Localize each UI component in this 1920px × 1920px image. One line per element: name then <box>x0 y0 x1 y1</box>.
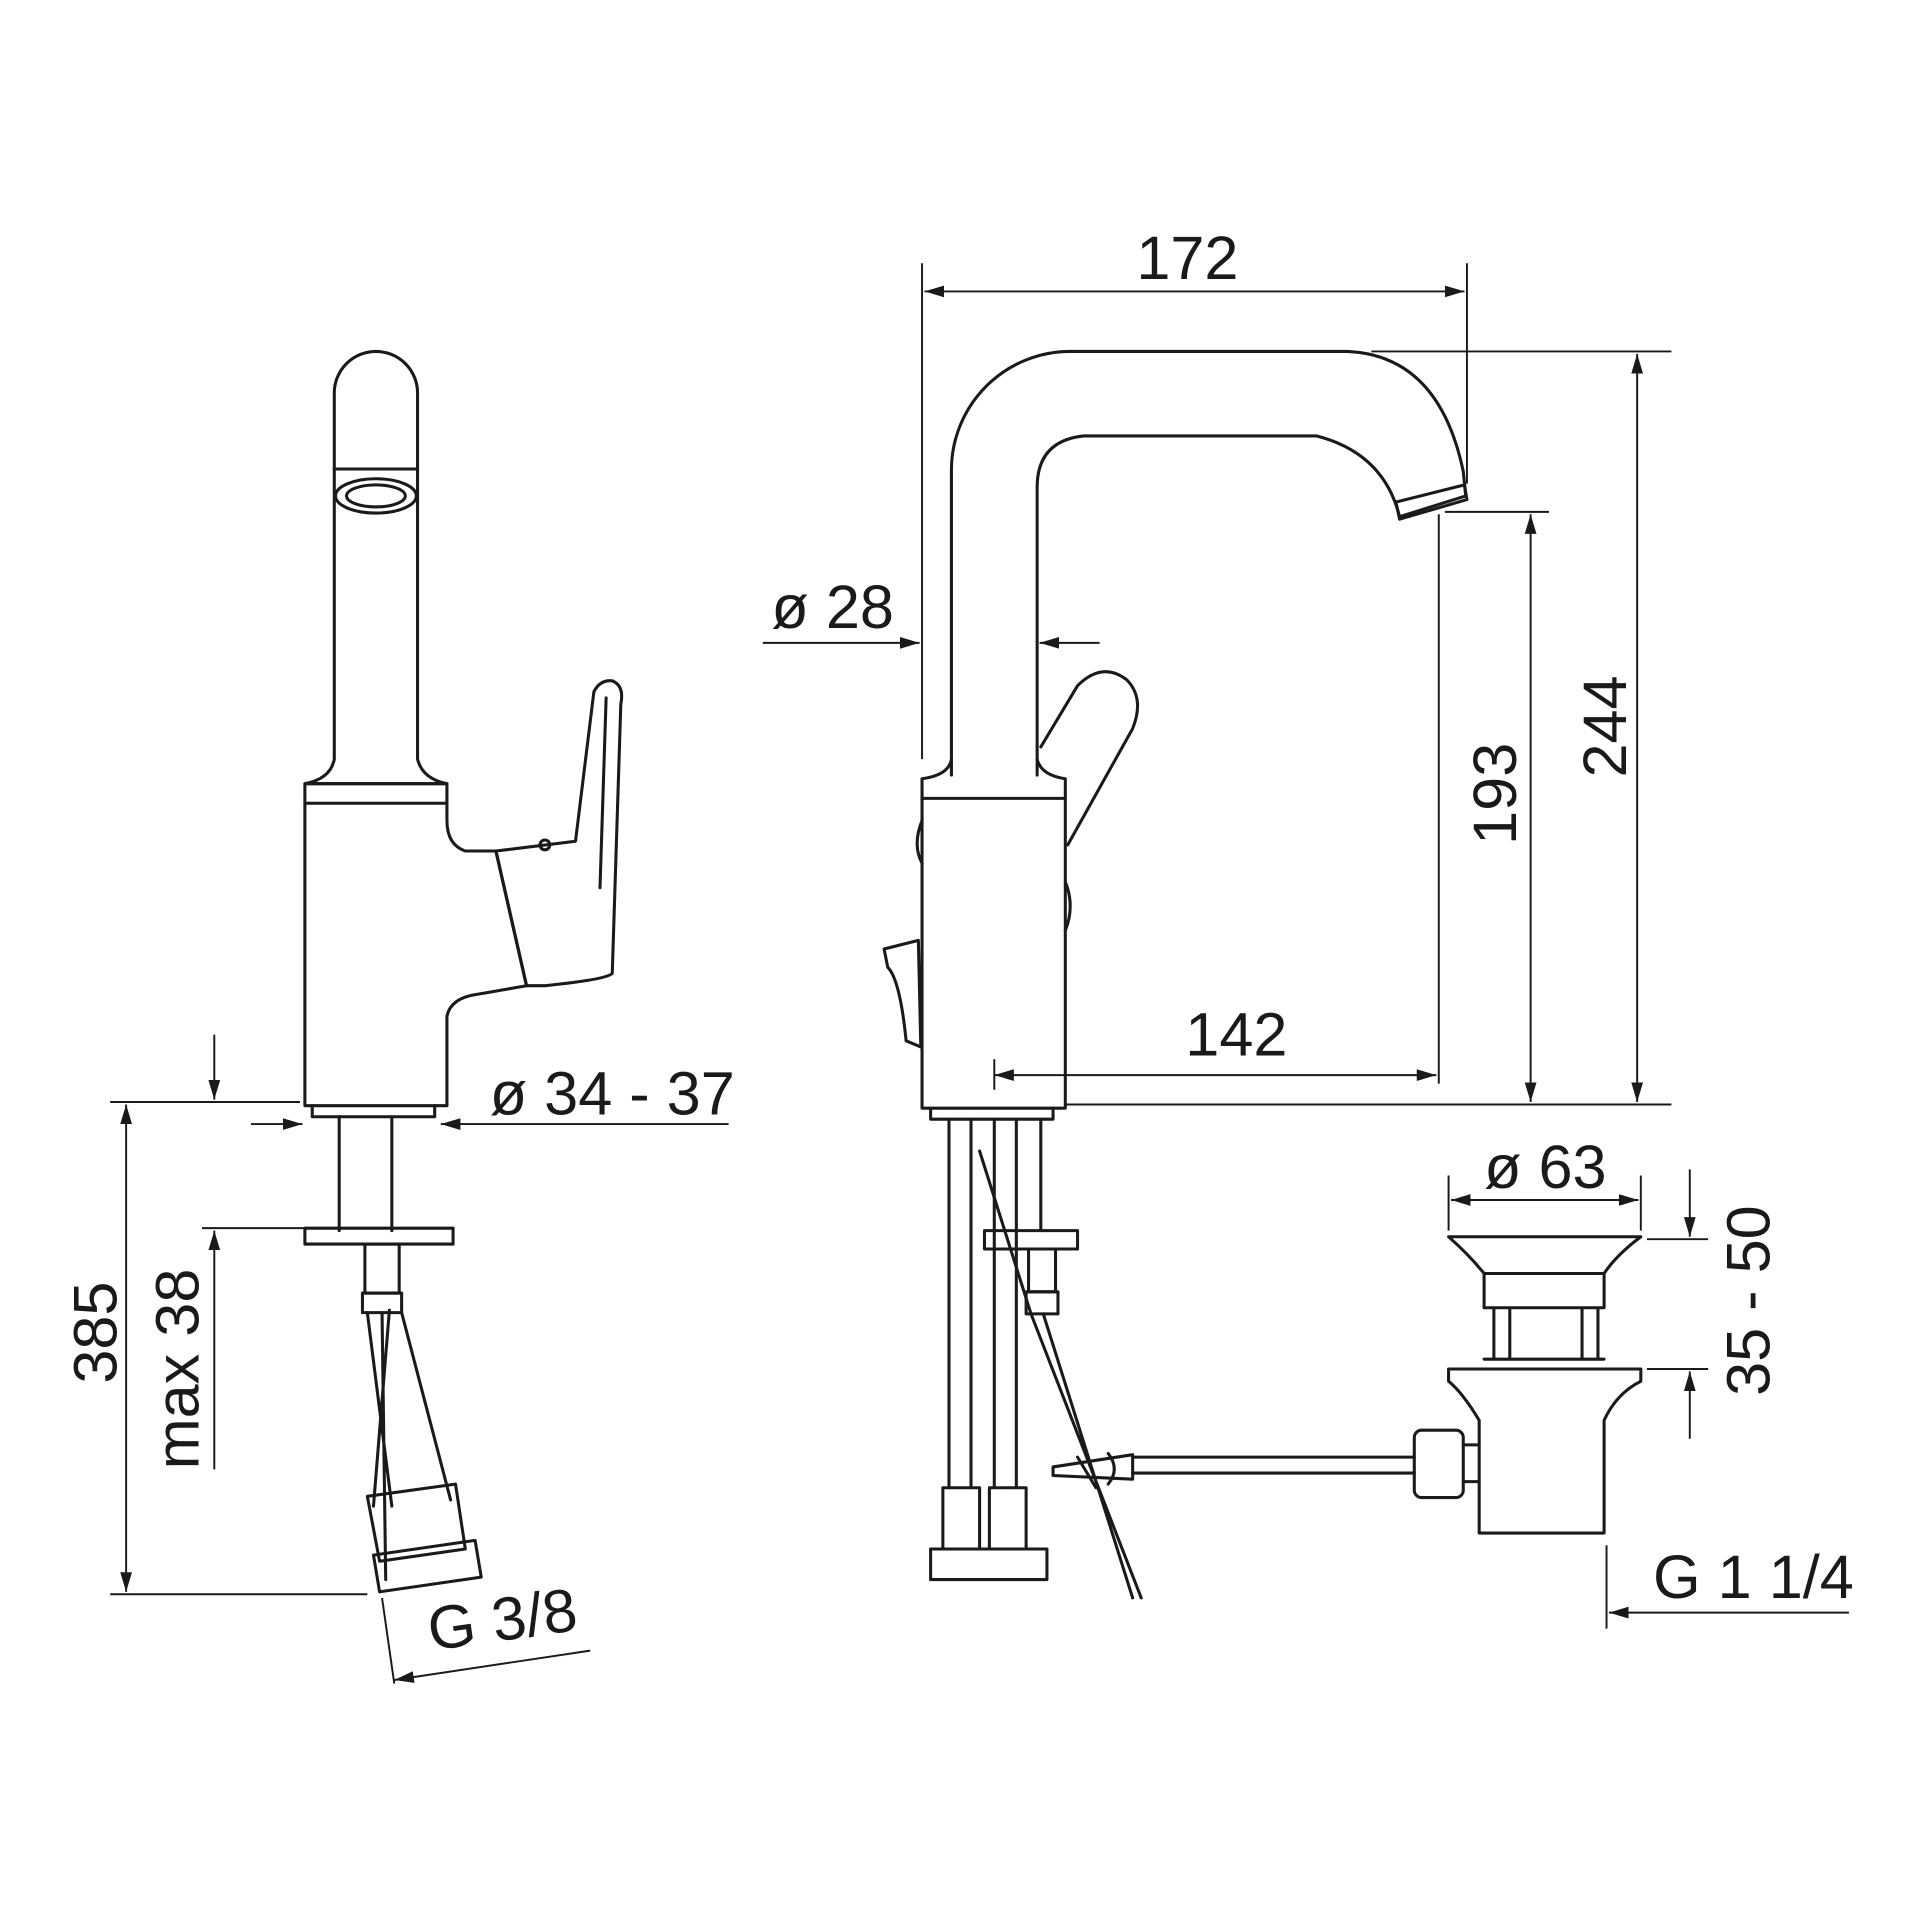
side-aerator <box>333 477 418 515</box>
dim-g-1-1-4: G 1 1/4 <box>1653 1543 1854 1611</box>
dim-drain-diameter: ø 63 <box>1484 1133 1606 1201</box>
dim-385: 385 <box>61 1282 129 1384</box>
side-view-faucet <box>303 349 624 1594</box>
dim-172: 172 <box>1136 224 1238 292</box>
side-body <box>303 782 529 1108</box>
front-dimensions: 172 ø 28 193 244 142 ø 63 35 - 50 G 1 1/… <box>762 224 1854 1629</box>
dim-drain-range: 35 - 50 <box>1714 1205 1782 1396</box>
drain-stopper <box>1447 1235 1643 1276</box>
front-spout <box>949 349 1468 777</box>
dim-spout-diameter: ø 28 <box>771 573 894 641</box>
side-nuts <box>365 1482 483 1594</box>
drain-body <box>1447 1271 1643 1535</box>
front-body <box>920 757 1067 1110</box>
side-hoses <box>365 1308 453 1582</box>
dim-244: 244 <box>1571 675 1639 777</box>
front-view-faucet <box>882 349 1643 1600</box>
front-lever <box>1039 670 1140 847</box>
front-clamp <box>1051 1451 1135 1490</box>
side-base <box>310 1104 437 1119</box>
dim-hole-diameter: ø 34 - 37 <box>490 1059 735 1127</box>
side-dimensions: 385 max 38 ø 34 - 37 G 3/8 <box>61 1034 735 1684</box>
front-popup-rod <box>978 1149 1143 1600</box>
front-base <box>929 1106 1055 1121</box>
side-spout <box>303 349 449 786</box>
front-popup-knob <box>882 938 923 1049</box>
side-washer <box>303 1226 455 1246</box>
dim-max-38: max 38 <box>143 1269 211 1470</box>
drain-knurled-nut <box>1412 1428 1465 1500</box>
front-nuts <box>929 1486 1049 1582</box>
dim-142: 142 <box>1185 1001 1287 1069</box>
dim-g-3-8: G 3/8 <box>423 1575 581 1663</box>
side-lever <box>494 679 624 988</box>
front-nozzle <box>1394 483 1469 521</box>
front-shanks <box>947 1117 1043 1490</box>
front-washer <box>982 1229 1080 1251</box>
dim-193: 193 <box>1461 743 1529 845</box>
